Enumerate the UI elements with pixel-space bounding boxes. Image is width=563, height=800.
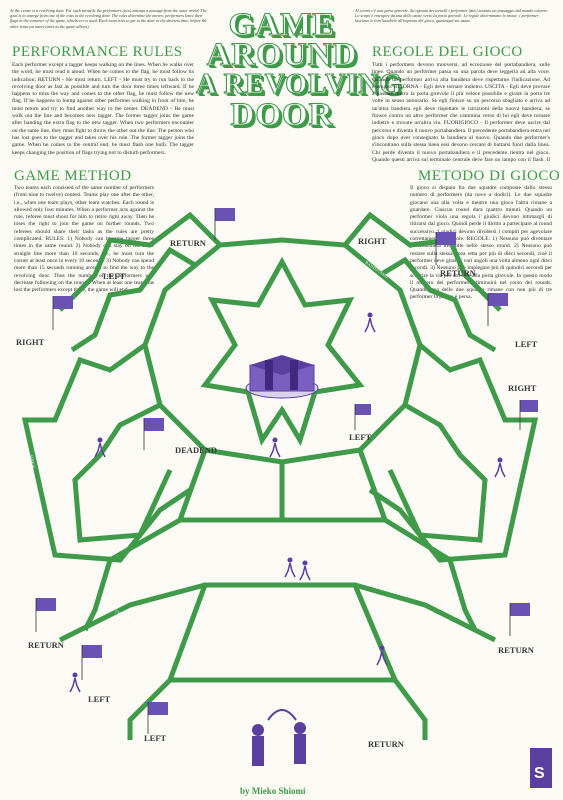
- corridor-rogue: ROGUE: [270, 246, 286, 251]
- svg-text:S: S: [534, 765, 545, 782]
- corridor-mercury: MERCURY: [451, 504, 465, 526]
- title-line-2: AROUND: [206, 37, 358, 73]
- inner-ring: [200, 256, 365, 447]
- author-credit: by Mieko Shiomi: [240, 786, 306, 796]
- flag-label-right: RIGHT: [16, 337, 45, 347]
- regole-heading: REGOLE DEL GIOCO: [372, 44, 523, 60]
- flag-label-left: LEFT: [88, 694, 111, 704]
- title-line-1: GAME: [228, 7, 336, 43]
- corridor-sinew: SINEW: [29, 454, 36, 469]
- game-method-heading: GAME METHOD: [14, 168, 132, 184]
- intro-english: At the centre is a revolving door. For e…: [10, 8, 207, 29]
- poster-title: GAME AROUND A REVOLVING DOOR: [195, 7, 403, 133]
- flag-label-return: RETURN: [498, 645, 534, 655]
- flag-icon: [35, 208, 538, 734]
- flag-label-deadend: DEADEND: [175, 445, 218, 455]
- bottom-inner-trapezoid: [166, 582, 399, 683]
- flag-label-left: LEFT: [515, 339, 538, 349]
- flag-label-return: RETURN: [28, 640, 64, 650]
- metodo-heading: METODO DI GIOCO: [418, 168, 561, 184]
- flag-label-right: RIGHT: [358, 236, 387, 246]
- metodo-text: Il gioco si disputa fra due squadre comp…: [410, 185, 552, 301]
- performance-rules-heading: PERFORMANCE RULES: [12, 44, 183, 60]
- corridor-semolina: SEMOLINA: [270, 690, 293, 695]
- flag-label-left: LEFT: [103, 271, 126, 281]
- title-line-3: A REVOLVING: [195, 69, 403, 100]
- revolving-door-icon: [245, 355, 319, 399]
- regole-text: Tutti i performers devono muoversi, ad e…: [372, 62, 550, 162]
- flag-label-return: RETURN: [368, 739, 404, 749]
- flag-label-left: LEFT: [349, 432, 372, 442]
- corridor-consonant: CONSONANT: [115, 609, 141, 627]
- figures-illustration: [252, 709, 306, 766]
- flag-label-return: RETURN: [170, 238, 206, 248]
- title-line-4: DOOR: [230, 97, 334, 133]
- corridor-indole: INDOLE: [99, 504, 108, 522]
- flag-label-return: RETURN: [440, 268, 476, 278]
- flag-label-left: LEFT: [144, 733, 167, 743]
- publisher-logo: S: [530, 748, 552, 788]
- runner-icon: [69, 312, 506, 693]
- performance-rules-text: Each performer except a tagger keeps wal…: [12, 62, 194, 156]
- flag-label-right: RIGHT: [508, 383, 537, 393]
- corridor-parallele: PARALLELE: [398, 614, 423, 631]
- intro-italian: Al centro c'è una porta girevole. Su ogn…: [355, 8, 548, 24]
